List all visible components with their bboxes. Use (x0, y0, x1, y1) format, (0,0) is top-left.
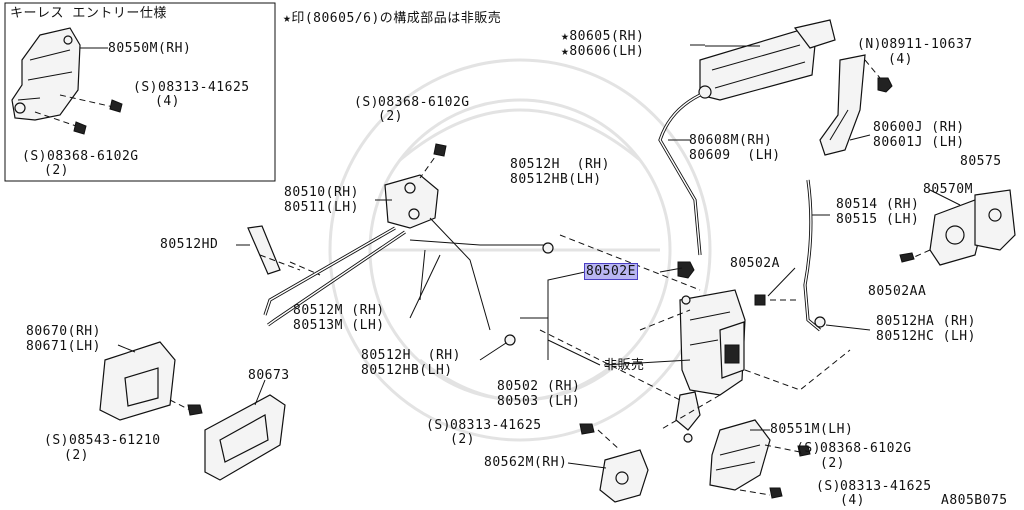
label-80512m[interactable]: 80512M (RH) (293, 303, 385, 318)
note-not-sold: ★印(80605/6)の構成部品は非販売 (283, 11, 502, 26)
label-08368-top: 08368-6102G (378, 95, 470, 110)
qty-08368-inset: (2) (44, 163, 69, 178)
label-08368-inset: 08368-6102G (47, 149, 139, 164)
label-80512h-mid[interactable]: 80512H (RH) (361, 348, 461, 363)
actuator-80562m-drawing (579, 423, 649, 503)
bracket-80600j-drawing (819, 54, 893, 156)
label-80513m[interactable]: 80513M (LH) (293, 318, 385, 333)
outside-handle-80605-drawing (698, 19, 836, 101)
s-mark: (S) (816, 479, 841, 494)
s-mark: (S) (133, 80, 158, 95)
label-80503[interactable]: 80503 (LH) (497, 394, 581, 409)
label-08313-mid: 08313-41625 (450, 418, 542, 433)
callout-80502-lines (520, 271, 601, 366)
label-80608m[interactable]: 80608M(RH) (689, 133, 773, 148)
clip-80512hd-drawing (247, 225, 301, 275)
watermark-emblem (328, 58, 712, 442)
label-80512hb-top[interactable]: 80512HB(LH) (510, 172, 602, 187)
label-80512ha[interactable]: 80512HA (RH) (876, 314, 976, 329)
escutcheon-80670-drawing (99, 341, 203, 421)
label-80570m[interactable]: 80570M (923, 182, 973, 197)
label-80575[interactable]: 80575 (960, 154, 1002, 169)
label-08313-bottom: 08313-41625 (840, 479, 932, 494)
striker-80570m-drawing (899, 189, 1016, 266)
actuator-80551m-drawing (709, 419, 811, 499)
assembly-lines (289, 234, 851, 431)
s-mark: (S) (796, 441, 821, 456)
s-mark: (S) (22, 149, 47, 164)
label-80605[interactable]: ★80605(RH) (561, 29, 645, 44)
clip-80512h-mid-drawing (504, 334, 516, 346)
highlight-box: 80502E (584, 263, 638, 280)
qty-08368-top: (2) (378, 109, 403, 124)
inset-frame (4, 2, 276, 182)
label-80606[interactable]: ★80606(LH) (561, 44, 645, 59)
remote-control-80510-drawing (384, 143, 447, 229)
diagram-code: A805B075 (941, 493, 1008, 508)
clip-80512ha-drawing (814, 316, 826, 328)
s-mark: (S) (354, 95, 379, 110)
qty-08543: (2) (64, 448, 89, 463)
label-80601j[interactable]: 80601J (LH) (873, 135, 965, 150)
qty-08313-bottom: (4) (840, 493, 865, 508)
label-80512hd[interactable]: 80512HD (160, 237, 219, 252)
label-80562m[interactable]: 80562M(RH) (484, 455, 568, 470)
bolt-80502a-drawing (754, 294, 766, 306)
label-80510[interactable]: 80510(RH) (284, 185, 359, 200)
label-80671[interactable]: 80671(LH) (26, 339, 101, 354)
label-08911: 08911-10637 (881, 37, 973, 52)
label-08368-bottom: 08368-6102G (820, 441, 912, 456)
label-80512hb-mid[interactable]: 80512HB(LH) (361, 363, 453, 378)
clip-80502e-drawing (677, 261, 695, 279)
label-80550m[interactable]: 80550M(RH) (108, 41, 192, 56)
label-80502[interactable]: 80502 (RH) (497, 379, 581, 394)
qty-08313-inset: (4) (155, 94, 180, 109)
label-80512hc[interactable]: 80512HC (LH) (876, 329, 976, 344)
label-80512h-top[interactable]: 80512H (RH) (510, 157, 610, 172)
qty-08911: (4) (888, 52, 913, 67)
qty-08313-mid: (2) (450, 432, 475, 447)
clip-80512h-top-drawing (542, 242, 554, 254)
s-mark: (S) (426, 418, 451, 433)
label-80514[interactable]: 80514 (RH) (836, 197, 920, 212)
s-mark: (S) (44, 433, 69, 448)
inside-handle-80673-drawing (204, 394, 286, 481)
label-80609[interactable]: 80609 (LH) (689, 148, 781, 163)
label-80551m[interactable]: 80551M(LH) (770, 422, 854, 437)
leader-lines (80, 44, 961, 469)
label-not-sold: 非販売 (604, 358, 645, 373)
label-80515[interactable]: 80515 (LH) (836, 212, 920, 227)
qty-08368-bottom: (2) (820, 456, 845, 471)
label-80511[interactable]: 80511(LH) (284, 200, 359, 215)
label-80502e-highlighted[interactable]: 80502E (584, 263, 638, 280)
label-08313-inset: 08313-41625 (158, 80, 250, 95)
door-lock-latch-drawing (675, 289, 746, 443)
label-80502aa[interactable]: 80502AA (868, 284, 927, 299)
n-mark: (N) (857, 37, 882, 52)
actuator-80550m-drawing (11, 27, 123, 135)
label-80502a[interactable]: 80502A (730, 256, 780, 271)
label-80670[interactable]: 80670(RH) (26, 324, 101, 339)
label-80673[interactable]: 80673 (248, 368, 290, 383)
label-08543: 08543-61210 (69, 433, 161, 448)
rods-80512m-drawing (263, 217, 545, 331)
inset-title: キーレス エントリー仕様 (10, 6, 167, 21)
label-80600j[interactable]: 80600J (RH) (873, 120, 965, 135)
